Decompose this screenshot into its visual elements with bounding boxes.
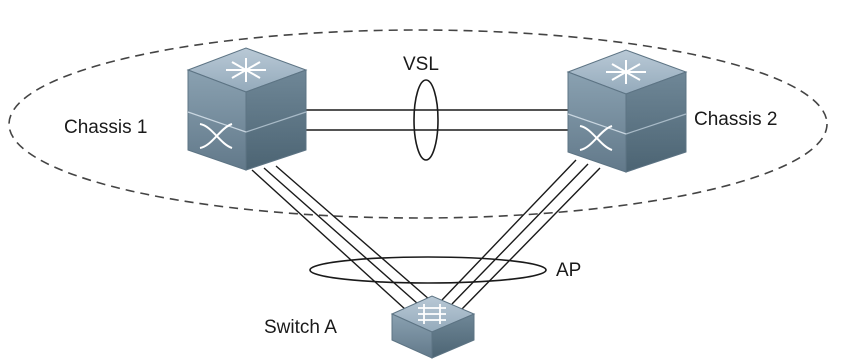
- ap-label: AP: [556, 260, 581, 281]
- ap-links-chassis2: [441, 159, 601, 310]
- core-switch-icon: [226, 58, 266, 82]
- chassis-1-device: [186, 47, 308, 171]
- vsl-label: VSL: [403, 54, 439, 75]
- switch-a-right-face: [431, 313, 475, 359]
- ap-link: [275, 165, 431, 301]
- crossover-arrows-icon: [579, 125, 613, 151]
- ap-link: [251, 169, 407, 311]
- vsu-boundary-ellipse: [8, 29, 828, 219]
- core-switch-icon: [606, 60, 646, 84]
- ap-link: [263, 167, 419, 305]
- vsl-bundle-ring: [413, 79, 439, 161]
- ap-link: [441, 159, 577, 301]
- access-switch-icon: [418, 304, 446, 324]
- chassis-2-right-face: [625, 71, 687, 173]
- chassis-1-right-face: [245, 69, 307, 171]
- ap-bundle-ring: [309, 256, 547, 284]
- chassis-1-label: Chassis 1: [64, 117, 147, 138]
- ap-link: [451, 163, 589, 305]
- crossover-arrows-icon: [199, 123, 233, 149]
- vsl-links: [302, 109, 578, 131]
- ap-links-chassis1: [251, 165, 431, 311]
- chassis-2-device: [566, 49, 688, 173]
- switch-a-device: [390, 295, 476, 359]
- switch-a-label: Switch A: [264, 317, 337, 338]
- ap-link: [461, 167, 601, 310]
- chassis-2-label: Chassis 2: [694, 109, 777, 130]
